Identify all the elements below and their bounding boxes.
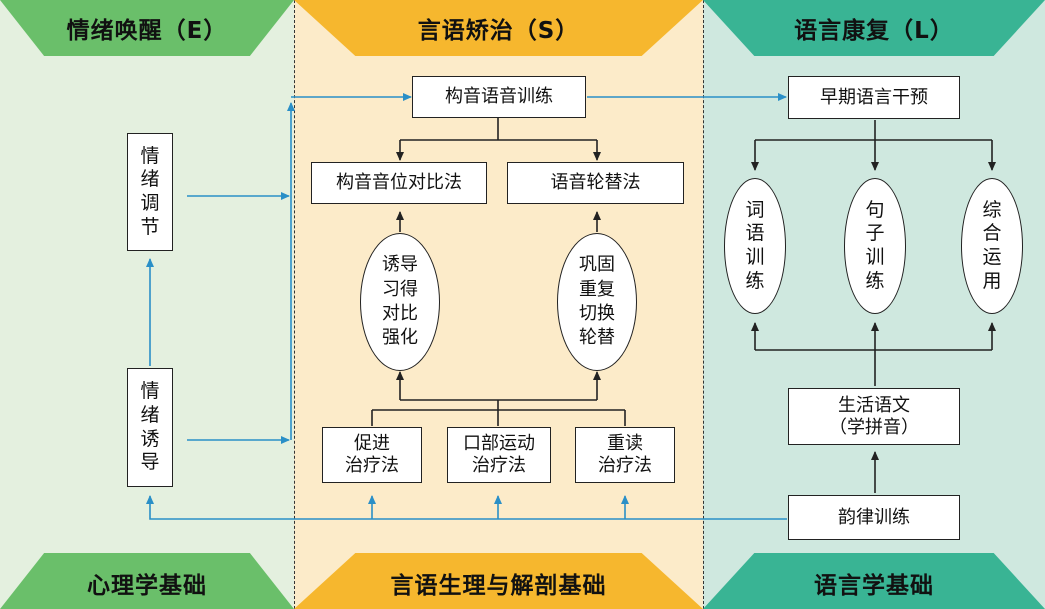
contrast-steps-ellipse: 诱导 习得 对比 强化	[360, 233, 440, 371]
emotion-regulation-box: 情 绪 调 节	[127, 133, 173, 251]
early-intervention-box: 早期语言干预	[788, 76, 960, 119]
emotion-title: 情绪唤醒（E）	[0, 0, 294, 56]
promote-therapy-box: 促进 治疗法	[322, 427, 422, 483]
language-foundation: 语言学基础	[703, 553, 1045, 609]
word-training-ellipse: 词 语 训 练	[724, 178, 786, 314]
articulation-training-box: 构音语音训练	[412, 76, 586, 118]
arrow-prosody-to-induction	[146, 495, 787, 520]
oral-motor-therapy-box: 口部运动 治疗法	[447, 427, 551, 483]
life-text-box: 生活语文 （学拼音）	[788, 388, 960, 445]
emotion-induction-box: 情 绪 诱 导	[127, 368, 173, 487]
sentence-training-ellipse: 句 子 训 练	[844, 178, 906, 314]
divider-left	[294, 0, 295, 609]
language-title: 语言康复（L）	[703, 0, 1045, 56]
speech-title: 言语矫治（S）	[294, 0, 703, 56]
reread-therapy-box: 重读 治疗法	[575, 427, 675, 483]
prosody-training-box: 韵律训练	[788, 495, 960, 540]
rotation-steps-ellipse: 巩固 重复 切换 轮替	[557, 233, 637, 371]
speech-foundation: 言语生理与解剖基础	[294, 553, 703, 609]
phoneme-rotation-box: 语音轮替法	[507, 162, 684, 204]
integrated-use-ellipse: 综 合 运 用	[961, 178, 1023, 314]
phoneme-contrast-box: 构音音位对比法	[311, 162, 487, 204]
divider-right	[703, 0, 704, 609]
emotion-foundation: 心理学基础	[0, 553, 294, 609]
emotion-column	[0, 0, 294, 609]
